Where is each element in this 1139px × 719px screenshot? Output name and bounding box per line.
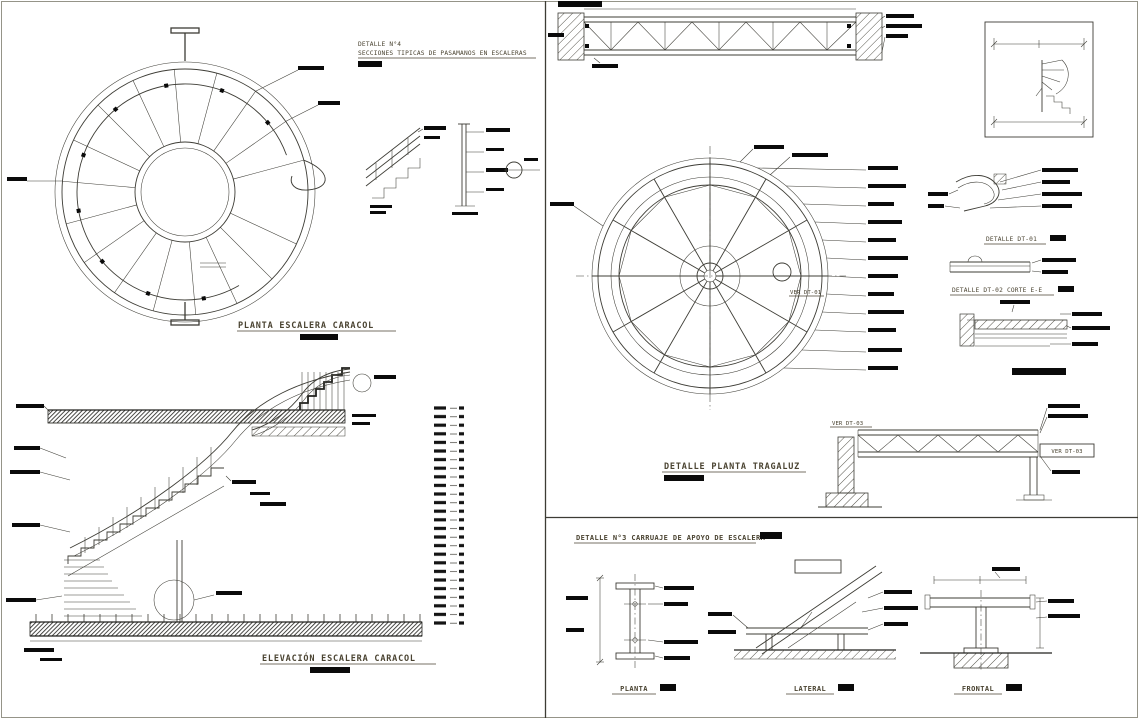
detail4-title-line1: DETALLE N°4 [358,40,401,48]
dt01-caption: DETALLE DT-01 [986,236,1037,243]
truss-support-detail: VER DT-03 VER DT-03 [818,404,1095,508]
spiral-stair-icon [1035,59,1071,114]
elevation-leaders [6,404,376,661]
ver-dt03-box-label: VER DT-03 [1051,449,1082,455]
elevation-title: ELEVACIÓN ESCALERA CARACOL [262,652,416,664]
handrail-slope-detail [365,126,446,214]
planta-label: PLANTA [620,685,648,693]
support-planta-view: PLANTA [566,574,698,695]
tragaluz-scale-badge [664,475,704,481]
skylight-right-leaders [757,166,908,371]
plan-scale-badge [300,334,338,340]
detail-dt01: DETALLE DT-01 [928,168,1082,245]
plan-entry-curl [290,159,326,191]
support-title: DETALLE N°3 CARRUAJE DE APOYO DE ESCALER… [576,534,766,542]
wall-section-detail [959,300,1110,375]
support-frontal-view: FRONTAL [920,567,1080,695]
ver-dt03-label: VER DT-03 [832,421,863,427]
spiral-stair-elevation [6,367,464,661]
dt02-caption: DETALLE DT-02 CORTE E-E [952,287,1042,294]
skylight-plan [550,145,908,410]
plan-handrail-arc [76,83,287,301]
legend-box [984,21,1094,138]
detail4-title-line2: SECCIONES TIPICAS DE PASAMANOS EN ESCALE… [358,50,527,57]
grid-bubble [352,373,372,393]
support-lateral-view: LATERAL [708,559,918,695]
detail4-scale-badge [358,61,382,67]
handrail-post-detail [452,123,540,215]
support-scale-badge [760,532,782,539]
elevation-scale-badge [310,667,350,673]
ver-dt01-label: VER DT-01 [790,290,821,296]
dimension-line-bottom [990,116,1088,128]
plan-side-marks [200,262,226,268]
skylight-left-leader [550,202,604,227]
upper-railing [251,367,396,437]
lateral-label: LATERAL [794,685,826,693]
wall-section-caption-bar [1012,368,1066,375]
support-detail-header: DETALLE N°3 CARRUAJE DE APOYO DE ESCALER… [574,532,782,544]
plan-title: PLANTA ESCALERA CARACOL [238,321,374,331]
detail-4-handrail-sections: DETALLE N°4 SECCIONES TIPICAS DE PASAMAN… [358,40,540,215]
dimension-line-top [990,38,1088,50]
detail-dt02: DETALLE DT-02 CORTE E-E [949,255,1076,296]
frontal-label: FRONTAL [962,685,994,693]
level-annotation-column [434,402,464,626]
section-marker-bottom [170,302,200,326]
lower-steps-stack [64,559,142,617]
lateral-tag-box [794,559,842,574]
tragaluz-title-block: DETALLE PLANTA TRAGALUZ [662,462,806,481]
spiral-stair-plan [7,27,340,326]
plan-title-block: PLANTA ESCALERA CARACOL [237,321,396,340]
skylight-detail-bubble [772,262,792,282]
elevation-title-block: ELEVACIÓN ESCALERA CARACOL [260,652,436,673]
detail-bubble-icon [504,158,540,179]
skylight-top-leaders [739,145,828,176]
section-marker-top [170,27,200,61]
tragaluz-title: DETALLE PLANTA TRAGALUZ [664,462,800,472]
ver-dt03-box: VER DT-03 [1039,443,1095,458]
roof-truss-section [548,1,922,68]
